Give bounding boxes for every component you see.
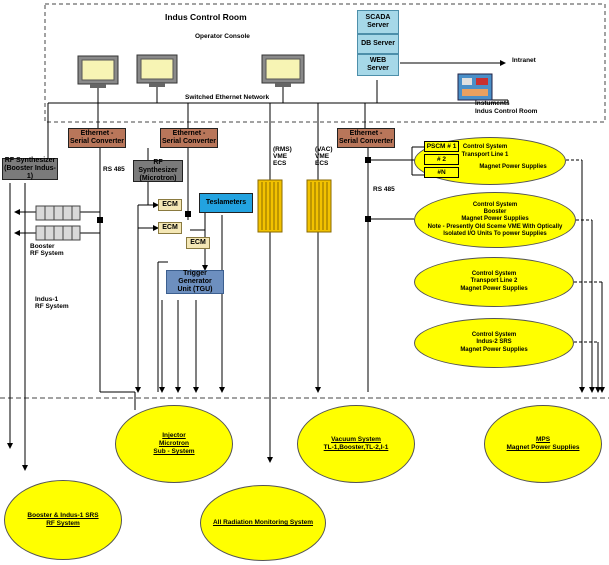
pscm-n-box: #N <box>424 167 459 178</box>
indus1-rf-modules <box>35 225 81 241</box>
pscm-1-box: PSCM # 1 <box>424 141 459 152</box>
ecm-2: ECM <box>158 222 182 234</box>
booster-srs-line2: RF System <box>46 520 80 527</box>
tl2-line1: Control System <box>471 271 517 278</box>
booster-rf-label: Booster RF System <box>30 243 64 257</box>
rs485-left-label: RS 485 <box>103 166 125 173</box>
teslameters: Teslameters <box>199 193 253 213</box>
indus-control-room-label: Indus Control Room <box>475 108 538 115</box>
mps-subsystem: MPS Magnet Power Supplies <box>484 405 602 483</box>
tl1-line1: Control System <box>462 144 508 150</box>
vacuum-line2: TL-1,Booster,TL-2,I-1 <box>323 444 389 451</box>
radiation-monitoring-system: All Radiation Monitoring System <box>200 485 326 561</box>
vacuum-line1: Vacuum System <box>331 436 381 444</box>
mps-line2: Magnet Power Supplies <box>506 444 580 451</box>
instruments-icon <box>457 73 493 101</box>
control-room-boundary <box>44 3 606 123</box>
vac-vme-crate <box>306 179 332 233</box>
indus1-rf-label: Indus-1 RF System <box>35 296 69 310</box>
control-system-indus2: Control System Indus-2 SRS Magnet Power … <box>414 318 574 368</box>
tl1-line3: Magnet Power Supplies <box>479 164 547 170</box>
mps-line1: MPS <box>535 436 551 444</box>
booster-line4: Note - Presently Old Sceme VME With Opti… <box>427 223 563 230</box>
tl2-line2: Transport Line 2 <box>470 278 518 285</box>
operator-monitor-2 <box>136 54 178 87</box>
injector-line3: Sub - System <box>153 447 195 455</box>
network-label: Switched Ethernet Network <box>185 94 270 101</box>
web-server: WEB Server <box>357 54 399 76</box>
injector-line1: Injector <box>162 432 186 440</box>
ecm-3: ECM <box>186 237 210 249</box>
tl2-line3: Magnet Power Supplies <box>460 285 528 292</box>
indus2-line1: Control System <box>471 332 517 339</box>
ethernet-serial-converter-3: Ethernet - Serial Converter <box>337 128 395 148</box>
booster-srs-line1: Booster & Indus-1 SRS <box>27 512 99 520</box>
scada-server: SCADA Server <box>357 10 399 34</box>
booster-rf-modules <box>35 205 81 221</box>
booster-line3: Magnet Power Supplies <box>461 216 529 223</box>
control-system-booster: Control System Booster Magnet Power Supp… <box>414 192 576 248</box>
booster-line1: Control System <box>472 202 518 209</box>
booster-indus1-srs-rf: Booster & Indus-1 SRS RF System <box>4 480 122 560</box>
trigger-generator-unit: Trigger Generator Unit (TGU) <box>166 270 224 294</box>
vacuum-system: Vacuum System TL-1,Booster,TL-2,I-1 <box>297 405 415 483</box>
db-server: DB Server <box>357 34 399 54</box>
booster-line5: Isolated I/O Units To power Supplies <box>443 230 547 237</box>
rs485-right-label: RS 485 <box>373 186 395 193</box>
pscm-2-box: # 2 <box>424 154 459 165</box>
injector-line2: Microtron <box>159 440 189 448</box>
instruments-label: Instuments <box>475 100 510 107</box>
indus2-line2: Indus-2 SRS <box>476 339 512 346</box>
indus2-line3: Magnet Power Supplies <box>460 346 528 353</box>
vac-vme-label: (VAC) VME ECS <box>315 146 333 167</box>
ecm-1: ECM <box>158 199 182 211</box>
ethernet-serial-converter-1: Ethernet - Serial Converter <box>68 128 126 148</box>
rf-synthesizer-microtron: RF Synthesizer (Microtron) <box>133 159 183 182</box>
booster-line2: Booster <box>483 209 507 216</box>
rf-synthesizer-booster: RF Synthesizer (Booster Indus-1) <box>2 157 58 180</box>
injector-microtron-subsystem: Injector Microtron Sub - System <box>115 405 233 483</box>
operator-monitor-3 <box>261 54 305 87</box>
rms-vme-label: (RMS) VME ECS <box>273 146 292 167</box>
rms-vme-crate <box>257 179 283 233</box>
operator-console-label: Operator Console <box>195 33 250 40</box>
intranet-label: Intranet <box>512 57 536 64</box>
radiation-line1: All Radiation Monitoring System <box>212 519 314 527</box>
tl1-line2: Transport Line 1 <box>461 151 509 158</box>
ethernet-serial-converter-2: Ethernet - Serial Converter <box>160 128 218 148</box>
control-system-tl2: Control System Transport Line 2 Magnet P… <box>414 257 574 307</box>
operator-monitor-1 <box>77 55 119 88</box>
control-room-title: Indus Control Room <box>165 12 247 22</box>
